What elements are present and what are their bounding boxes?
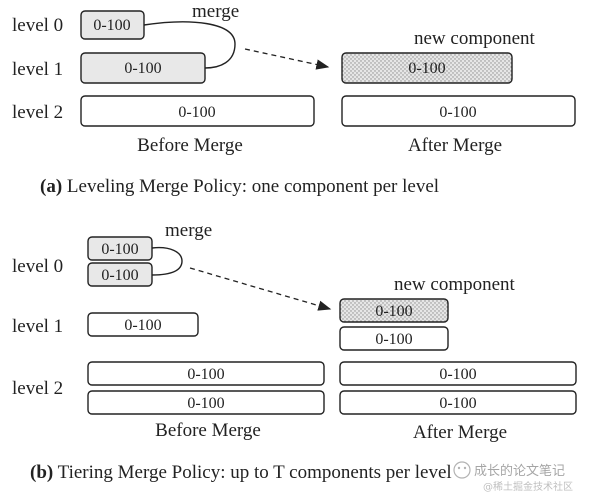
component-box: 0-100: [87, 312, 199, 337]
component-range: 0-100: [124, 60, 161, 77]
component-range: 0-100: [101, 241, 138, 258]
new-component-label: new component: [414, 28, 536, 49]
component-box: 0-100: [339, 361, 577, 386]
component-range: 0-100: [124, 317, 161, 334]
component-range: 0-100: [187, 395, 224, 412]
level-1-label: level 1: [12, 59, 63, 80]
after-merge-label: After Merge: [408, 135, 502, 156]
watermark: 成长的论文笔记 @稀土掘金技术社区: [453, 461, 573, 493]
before-merge-label: Before Merge: [137, 135, 243, 156]
component-box: 0-100: [87, 361, 325, 386]
caption-b-text: Tiering Merge Policy: up to T components…: [53, 462, 451, 483]
component-box: 0-100: [87, 390, 325, 415]
component-box: 0-100: [87, 236, 153, 261]
component-box: 0-100: [339, 390, 577, 415]
new-component-box: 0-100: [339, 298, 449, 323]
after-merge-label: After Merge: [413, 422, 507, 443]
merge-curve: [143, 21, 236, 69]
component-box: 0-100: [341, 95, 576, 127]
level-0-label: level 0: [12, 15, 63, 36]
component-box: 0-100: [339, 326, 449, 351]
before-merge-label: Before Merge: [155, 420, 261, 441]
watermark-main: 成长的论文笔记: [474, 463, 565, 479]
watermark-sub: @稀土掘金技术社区: [483, 480, 573, 493]
component-box: 0-100: [87, 262, 153, 287]
component-box: 0-100: [80, 10, 145, 40]
component-range: 0-100: [439, 366, 476, 383]
component-range: 0-100: [439, 104, 476, 121]
caption-a-prefix: (a): [40, 176, 62, 197]
merge-arrow: [189, 267, 332, 311]
component-range: 0-100: [93, 17, 130, 34]
component-range: 0-100: [408, 60, 445, 77]
panel-a: level 0 level 1 level 2 0-100 0-100 0-10…: [12, 1, 576, 197]
level-1-label: level 1: [12, 316, 63, 337]
component-range: 0-100: [187, 366, 224, 383]
component-range: 0-100: [375, 331, 412, 348]
merge-curve: [151, 246, 183, 276]
component-range: 0-100: [375, 303, 412, 320]
merge-label: merge: [165, 220, 212, 241]
new-component-box: 0-100: [341, 52, 513, 84]
component-range: 0-100: [101, 267, 138, 284]
new-component-label: new component: [394, 274, 516, 295]
level-0-label: level 0: [12, 256, 63, 277]
caption-b: (b) Tiering Merge Policy: up to T compon…: [30, 462, 452, 483]
panel-b: level 0 level 1 level 2 0-100 0-100 merg…: [12, 220, 577, 483]
component-range: 0-100: [439, 395, 476, 412]
level-2-label: level 2: [12, 378, 63, 399]
caption-b-prefix: (b): [30, 462, 53, 483]
caption-a-text: Leveling Merge Policy: one component per…: [62, 176, 439, 197]
merge-label: merge: [192, 1, 239, 22]
component-range: 0-100: [178, 104, 215, 121]
component-box: 0-100: [80, 52, 206, 84]
caption-a: (a) Leveling Merge Policy: one component…: [40, 176, 439, 197]
level-2-label: level 2: [12, 102, 63, 123]
merge-arrow: [244, 48, 330, 70]
wechat-icon: [453, 461, 471, 479]
component-box: 0-100: [80, 95, 315, 127]
